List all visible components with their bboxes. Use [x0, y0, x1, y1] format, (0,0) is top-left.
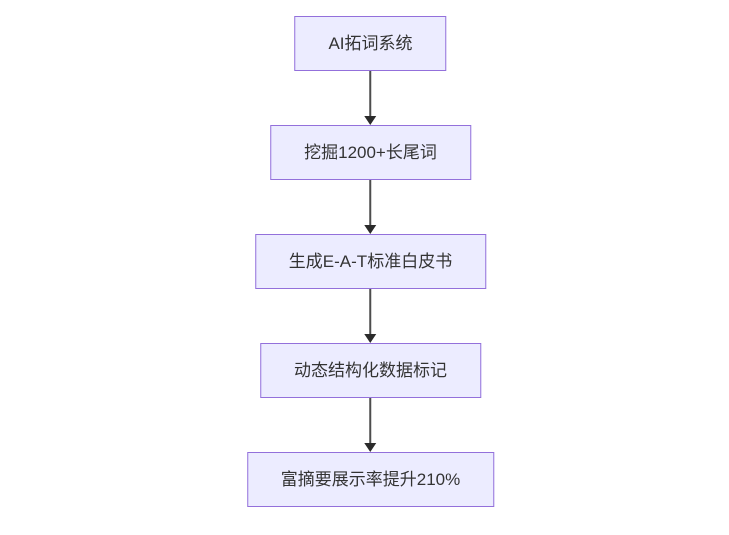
arrow-line — [369, 398, 372, 444]
arrow-down-icon — [364, 443, 377, 452]
arrow-line — [369, 180, 372, 226]
arrow-down-icon — [364, 116, 377, 125]
flow-node-longtail-mining: 挖掘1200+长尾词 — [270, 125, 471, 180]
edge-c-d — [363, 289, 377, 343]
flowchart-column: AI拓词系统 挖掘1200+长尾词 生成E-A-T标准白皮书 动态结构化数据标记… — [246, 16, 495, 507]
edge-b-c — [363, 180, 377, 234]
edge-d-e — [363, 398, 377, 452]
flow-node-structured-data: 动态结构化数据标记 — [259, 343, 481, 398]
arrow-down-icon — [364, 334, 377, 343]
arrow-down-icon — [364, 225, 377, 234]
flow-node-eat-whitepaper: 生成E-A-T标准白皮书 — [254, 234, 487, 289]
arrow-line — [369, 71, 372, 117]
flow-node-ai-keyword-system: AI拓词系统 — [294, 16, 447, 71]
arrow-line — [369, 289, 372, 335]
edge-a-b — [363, 71, 377, 125]
flow-node-rich-snippet-result: 富摘要展示率提升210% — [246, 452, 495, 507]
